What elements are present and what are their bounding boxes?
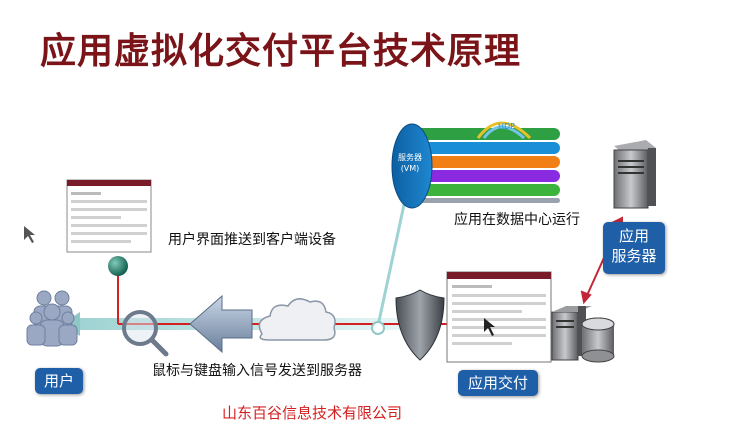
app-delivery-badge: 应用交付 bbox=[458, 370, 538, 396]
vm-label: 服务器 (VM) bbox=[398, 153, 422, 173]
users-group-icon bbox=[26, 290, 78, 347]
cloud-icon bbox=[258, 298, 336, 341]
input-signals-caption: 鼠标与键盘输入信号发送到服务器 bbox=[152, 363, 362, 379]
vm-cylinder-icon bbox=[391, 123, 433, 209]
mouse-cursor-icon bbox=[24, 226, 35, 243]
company-name: 山东百谷信息技术有限公司 bbox=[222, 404, 403, 422]
push-ui-caption: 用户界面推送到客户端设备 bbox=[168, 232, 336, 248]
storage-server-icon bbox=[551, 306, 615, 363]
security-shield-icon bbox=[395, 289, 445, 361]
left-arrow-icon bbox=[189, 294, 253, 354]
magnifier-icon bbox=[122, 310, 169, 357]
app-server-badge: 应用 服务器 bbox=[603, 222, 665, 274]
page-title: 应用虚拟化交付平台技术原理 bbox=[40, 31, 522, 72]
vm-pipes bbox=[410, 128, 560, 203]
client-node-icon bbox=[108, 256, 128, 276]
run-in-dc-caption: 应用在数据中心运行 bbox=[454, 212, 580, 228]
client-screen-thumbnail bbox=[66, 179, 152, 253]
app-window-thumbnail bbox=[446, 271, 552, 363]
vm-link-line bbox=[376, 199, 407, 327]
pipe-ring bbox=[371, 321, 385, 335]
hdp-arc-icon bbox=[476, 121, 532, 140]
user-badge: 用户 bbox=[35, 368, 83, 394]
server-tower-icon bbox=[613, 140, 656, 209]
hdp-label: HDP bbox=[498, 122, 515, 131]
